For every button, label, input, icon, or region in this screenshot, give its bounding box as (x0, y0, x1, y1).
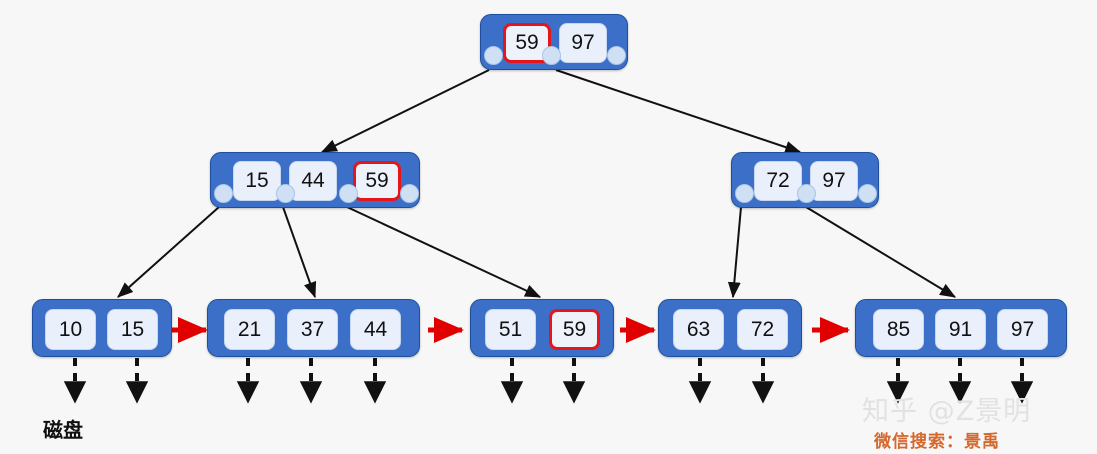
internal-left-pointer-2[interactable] (339, 184, 358, 203)
internal-right-cell-0[interactable]: 72 (754, 161, 802, 201)
internal-node-left[interactable]: 15 44 59 (210, 152, 420, 208)
tree-edge-root-to-left (320, 69, 490, 153)
tree-edge-left-to-leaf2 (282, 206, 317, 299)
leaf-node-5[interactable]: 85 91 97 (855, 299, 1067, 357)
internal-left-cell-2[interactable]: 59 (353, 161, 401, 201)
internal-right-pointer-1[interactable] (797, 184, 816, 203)
leaf-5-cell-2[interactable]: 97 (997, 309, 1048, 350)
watermark-text: 知乎 @Z景明 (862, 396, 1032, 427)
tree-edge-right-to-leaf4 (727, 206, 742, 299)
root-cell-1[interactable]: 97 (559, 23, 607, 63)
leaf-2-cell-0[interactable]: 21 (224, 309, 275, 350)
root-node[interactable]: 59 97 (480, 14, 628, 70)
tree-edge-left-to-leaf1 (117, 206, 220, 298)
internal-right-pointer-2[interactable] (858, 184, 877, 203)
internal-right-pointer-0[interactable] (735, 184, 754, 203)
root-pointer-0[interactable] (484, 46, 503, 65)
leaf-1-cell-0[interactable]: 10 (45, 309, 96, 350)
internal-left-pointer-0[interactable] (214, 184, 233, 203)
internal-right-cell-1[interactable]: 97 (810, 161, 858, 201)
tree-edge-left-to-leaf3 (346, 206, 542, 298)
leaf-5-cell-0[interactable]: 85 (873, 309, 924, 350)
leaf-4-cell-1[interactable]: 72 (737, 309, 788, 350)
promo-text: 微信搜索：景禹 (874, 432, 1000, 452)
leaf-node-1[interactable]: 10 15 (32, 299, 172, 357)
leaf-2-cell-2[interactable]: 44 (350, 309, 401, 350)
disk-label: 磁盘 (43, 418, 83, 442)
leaf-node-2[interactable]: 21 37 44 (207, 299, 420, 357)
leaf-2-cell-1[interactable]: 37 (287, 309, 338, 350)
internal-left-pointer-1[interactable] (276, 184, 295, 203)
internal-left-cell-0[interactable]: 15 (233, 161, 281, 201)
leaf-node-3[interactable]: 51 59 (470, 299, 614, 357)
root-cell-0[interactable]: 59 (503, 23, 551, 63)
internal-node-right[interactable]: 72 97 (731, 152, 879, 208)
tree-edge-root-to-right (555, 69, 802, 154)
leaf-1-cell-1[interactable]: 15 (107, 309, 158, 350)
leaf-3-cell-1[interactable]: 59 (549, 309, 600, 350)
leaf-node-4[interactable]: 63 72 (658, 299, 802, 357)
root-pointer-2[interactable] (607, 46, 626, 65)
leaf-3-cell-0[interactable]: 51 (485, 309, 536, 350)
internal-left-cell-1[interactable]: 44 (289, 161, 337, 201)
internal-left-pointer-3[interactable] (400, 184, 419, 203)
tree-edge-right-to-leaf5 (805, 206, 957, 298)
root-pointer-1[interactable] (542, 46, 561, 65)
leaf-4-cell-0[interactable]: 63 (673, 309, 724, 350)
leaf-5-cell-1[interactable]: 91 (935, 309, 986, 350)
